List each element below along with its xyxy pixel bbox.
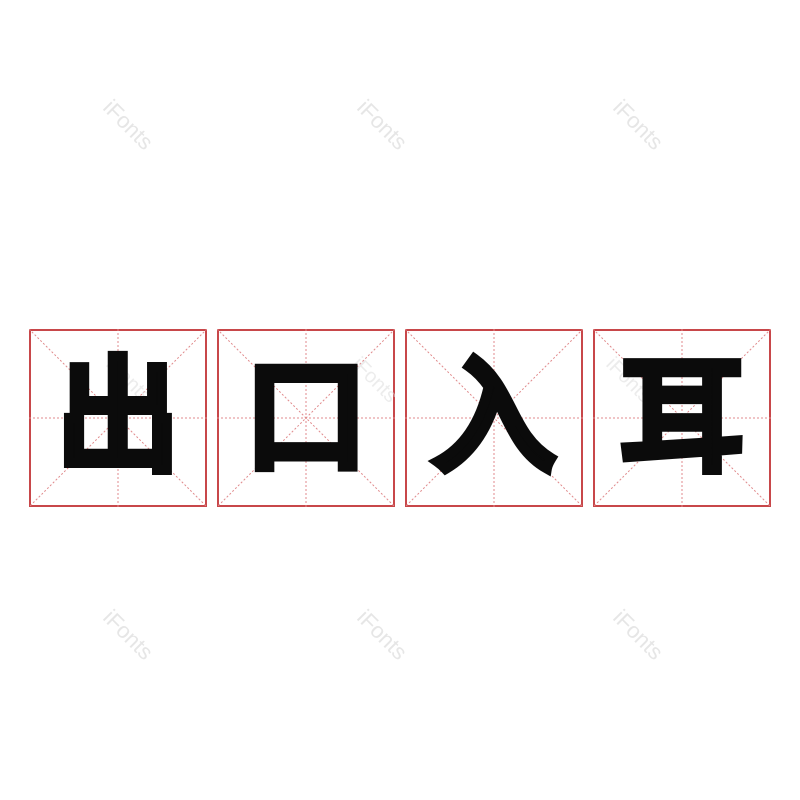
character-glyph: 入 [429, 346, 559, 490]
watermark: iFonts [608, 94, 669, 155]
watermark: iFonts [608, 604, 669, 665]
character-glyph: 出 [53, 346, 183, 490]
character-cell: iFonts 口 [217, 329, 402, 507]
character-cell: iFonts 出 [29, 329, 207, 507]
character-cell: 入 [405, 329, 583, 507]
character-glyph: 口 [241, 346, 371, 490]
rice-grid [217, 329, 395, 507]
character-cell: iFonts 耳 [593, 329, 771, 507]
watermark: iFonts [352, 604, 413, 665]
watermark: iFonts [98, 604, 159, 665]
rice-grid [29, 329, 207, 507]
rice-grid [405, 329, 583, 507]
rice-grid [593, 329, 771, 507]
character-glyph: 耳 [617, 346, 747, 490]
watermark: iFonts [352, 94, 413, 155]
watermark: iFonts [98, 94, 159, 155]
